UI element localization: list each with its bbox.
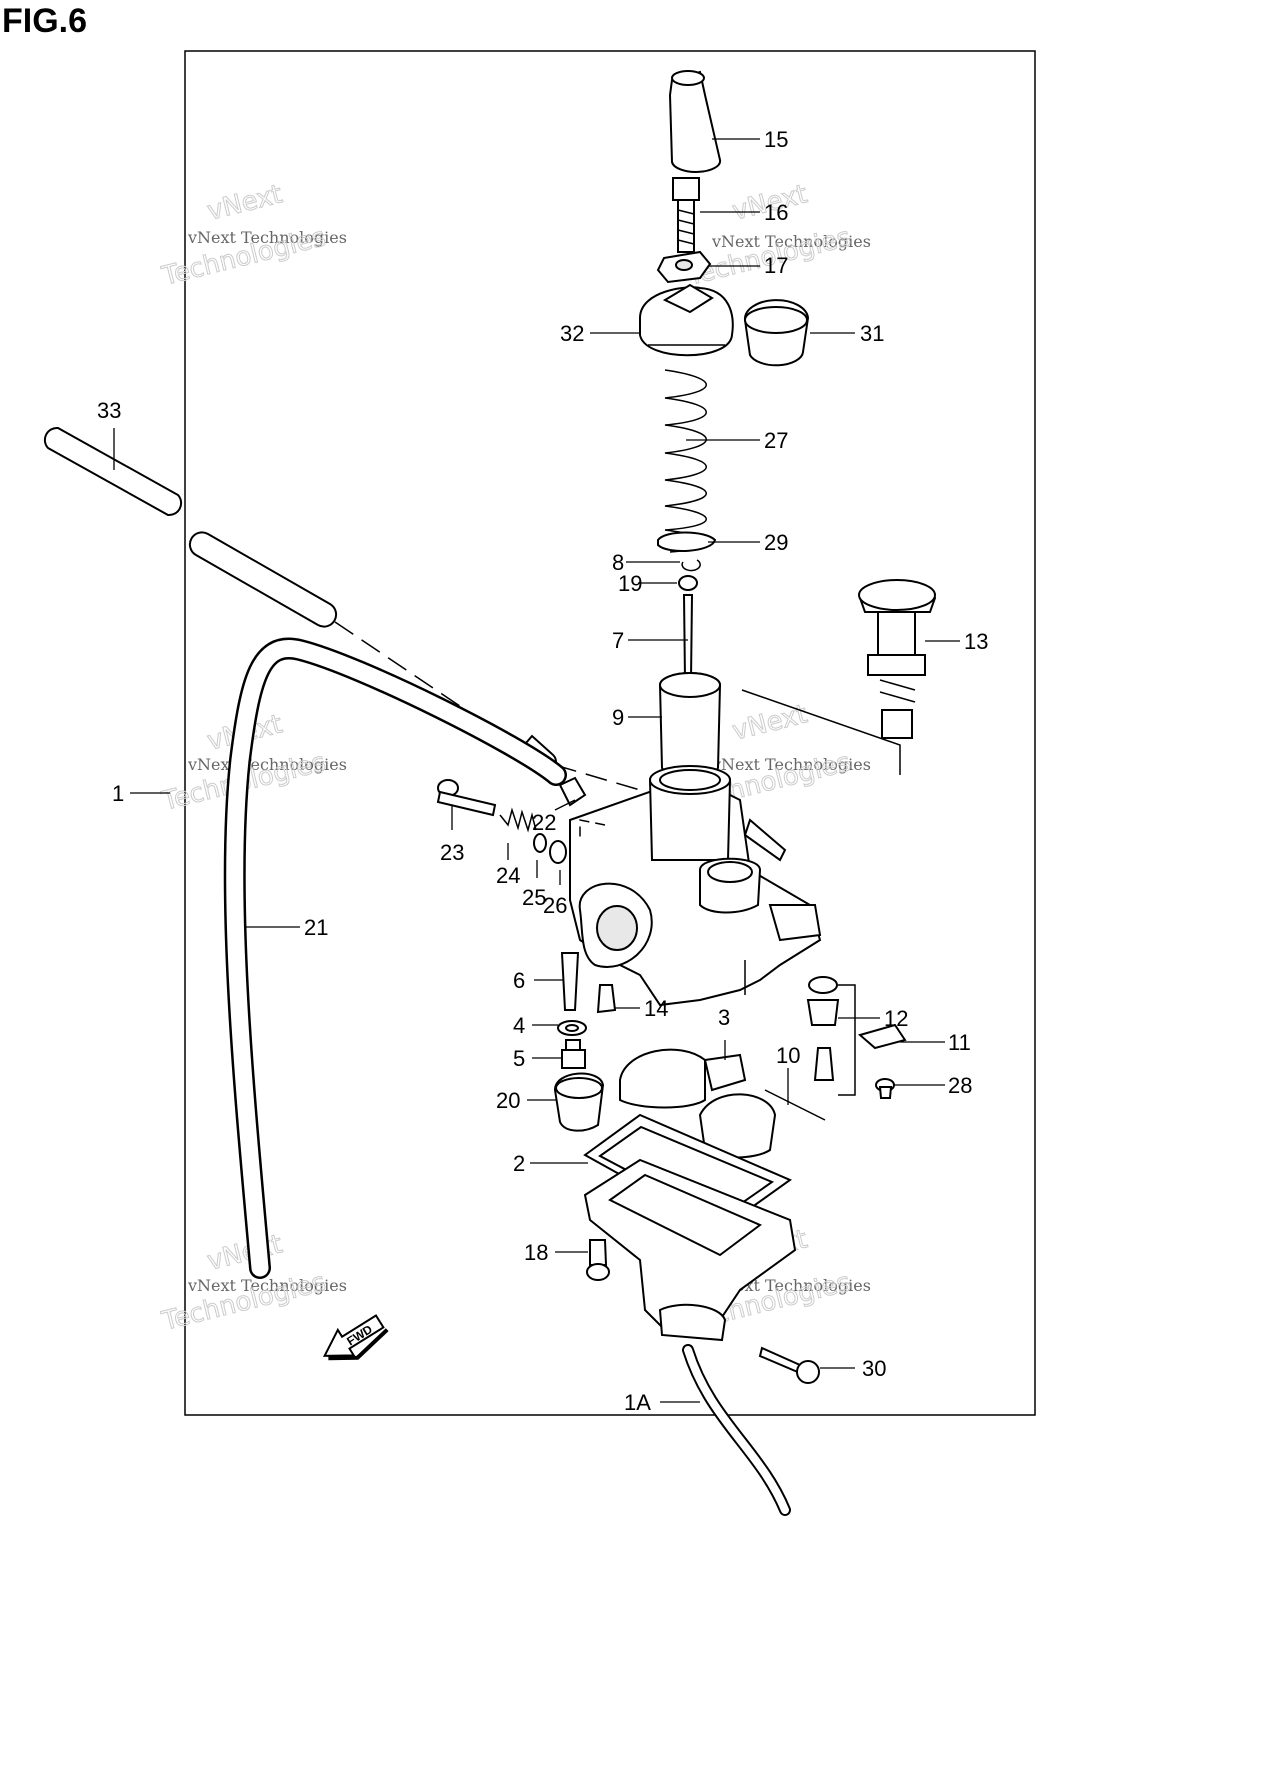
- callout-24: 24: [496, 863, 520, 888]
- part-27-throttle-spring: [664, 369, 708, 553]
- callout-11: 11: [948, 1030, 971, 1055]
- callout-3: 3: [718, 1005, 730, 1030]
- callout-18: 18: [524, 1240, 548, 1265]
- part-float-chamber: [583, 1158, 797, 1342]
- svg-text:vNext Technologies: vNext Technologies: [187, 755, 347, 774]
- part-10-float-pin: [764, 1089, 826, 1121]
- callout-5: 5: [513, 1046, 525, 1071]
- svg-text:vNext Technologies: vNext Technologies: [711, 755, 871, 774]
- callout-23: 23: [440, 840, 464, 865]
- callout-25: 25: [522, 885, 546, 910]
- part-19-washer: [678, 575, 698, 591]
- callout-17: 17: [764, 253, 788, 278]
- callout-8: 8: [612, 550, 624, 575]
- callout-6: 6: [513, 968, 525, 993]
- svg-text:vNext: vNext: [729, 699, 810, 746]
- callout-2: 2: [513, 1151, 525, 1176]
- part-32-mixing-chamber-top: [639, 283, 734, 357]
- fwd-arrow-icon: FWD: [322, 1314, 389, 1361]
- svg-text:vNext Technologies: vNext Technologies: [711, 232, 871, 251]
- callout-4: 4: [513, 1013, 525, 1038]
- callout-20: 20: [496, 1088, 520, 1113]
- figure-title: FIG.6: [2, 2, 88, 40]
- callout-13: 13: [964, 629, 988, 654]
- part-24-screw-spring: [499, 807, 537, 833]
- callout-31: 31: [860, 321, 884, 346]
- callout-22: 22: [532, 810, 556, 835]
- part-33-tube: [43, 426, 641, 791]
- part-8-needle-clip: [681, 559, 701, 572]
- part-5-main-jet: [561, 1039, 586, 1069]
- callout-1A: 1A: [624, 1390, 651, 1415]
- svg-text:vNext Technologies: vNext Technologies: [187, 1276, 347, 1295]
- callout-32: 32: [560, 321, 584, 346]
- callout-33: 33: [97, 398, 121, 423]
- part-18-drain-screw: [586, 1239, 610, 1281]
- part-25-washer: [533, 833, 547, 853]
- callout-19: 19: [618, 571, 642, 596]
- part-22-air-screw-cap: [558, 776, 587, 807]
- part-4-washer: [557, 1020, 587, 1036]
- part-6-needle-jet: [560, 952, 580, 1011]
- leader-lines: [113, 138, 960, 1403]
- part-9-throttle-valve: [658, 672, 722, 778]
- callout-9: 9: [612, 705, 624, 730]
- callout-16: 16: [764, 200, 788, 225]
- part-26-o-ring: [549, 840, 567, 864]
- callout-14: 14: [644, 996, 668, 1021]
- part-17-lock-nut: [656, 250, 712, 284]
- callout-7: 7: [612, 628, 624, 653]
- part-1A-drain-hose: [682, 1344, 791, 1516]
- part-29-needle-retainer: [657, 531, 717, 552]
- callout-12: 12: [884, 1006, 908, 1031]
- part-3-float: [619, 1048, 777, 1159]
- callout-1: 1: [112, 781, 124, 806]
- part-31-rubber-cap: [743, 299, 810, 367]
- callout-26: 26: [543, 893, 567, 918]
- part-23-idle-screw: [436, 779, 497, 817]
- part-28-screw: [875, 1078, 895, 1099]
- watermark-top-left: vNext vNext Technologies Technologies: [158, 179, 347, 293]
- part-14-pilot-jet: [596, 984, 617, 1014]
- diagram-frame: [184, 50, 1036, 1416]
- callout-15: 15: [764, 127, 788, 152]
- part-20-baffle: [553, 1072, 605, 1132]
- part-15-cable-cap: [668, 70, 722, 173]
- svg-text:vNext: vNext: [204, 1229, 285, 1276]
- callout-10: 10: [776, 1043, 800, 1068]
- part-21-hose: [223, 637, 567, 1279]
- part-12-needle-valve-seat: [806, 976, 856, 1096]
- callout-28: 28: [948, 1073, 972, 1098]
- part-16-adjuster-screw: [672, 177, 700, 253]
- callout-27: 27: [764, 428, 788, 453]
- callout-30: 30: [862, 1356, 886, 1381]
- callout-29: 29: [764, 530, 788, 555]
- part-carburetor-body: [569, 765, 822, 1007]
- callout-21: 21: [304, 915, 328, 940]
- svg-text:vNext Technologies: vNext Technologies: [187, 228, 347, 247]
- part-13-starter-plunger: [741, 579, 937, 775]
- part-11-retaining-clip: [857, 1023, 907, 1050]
- part-30-chamber-screw: [758, 1346, 820, 1384]
- svg-text:vNext: vNext: [204, 179, 285, 226]
